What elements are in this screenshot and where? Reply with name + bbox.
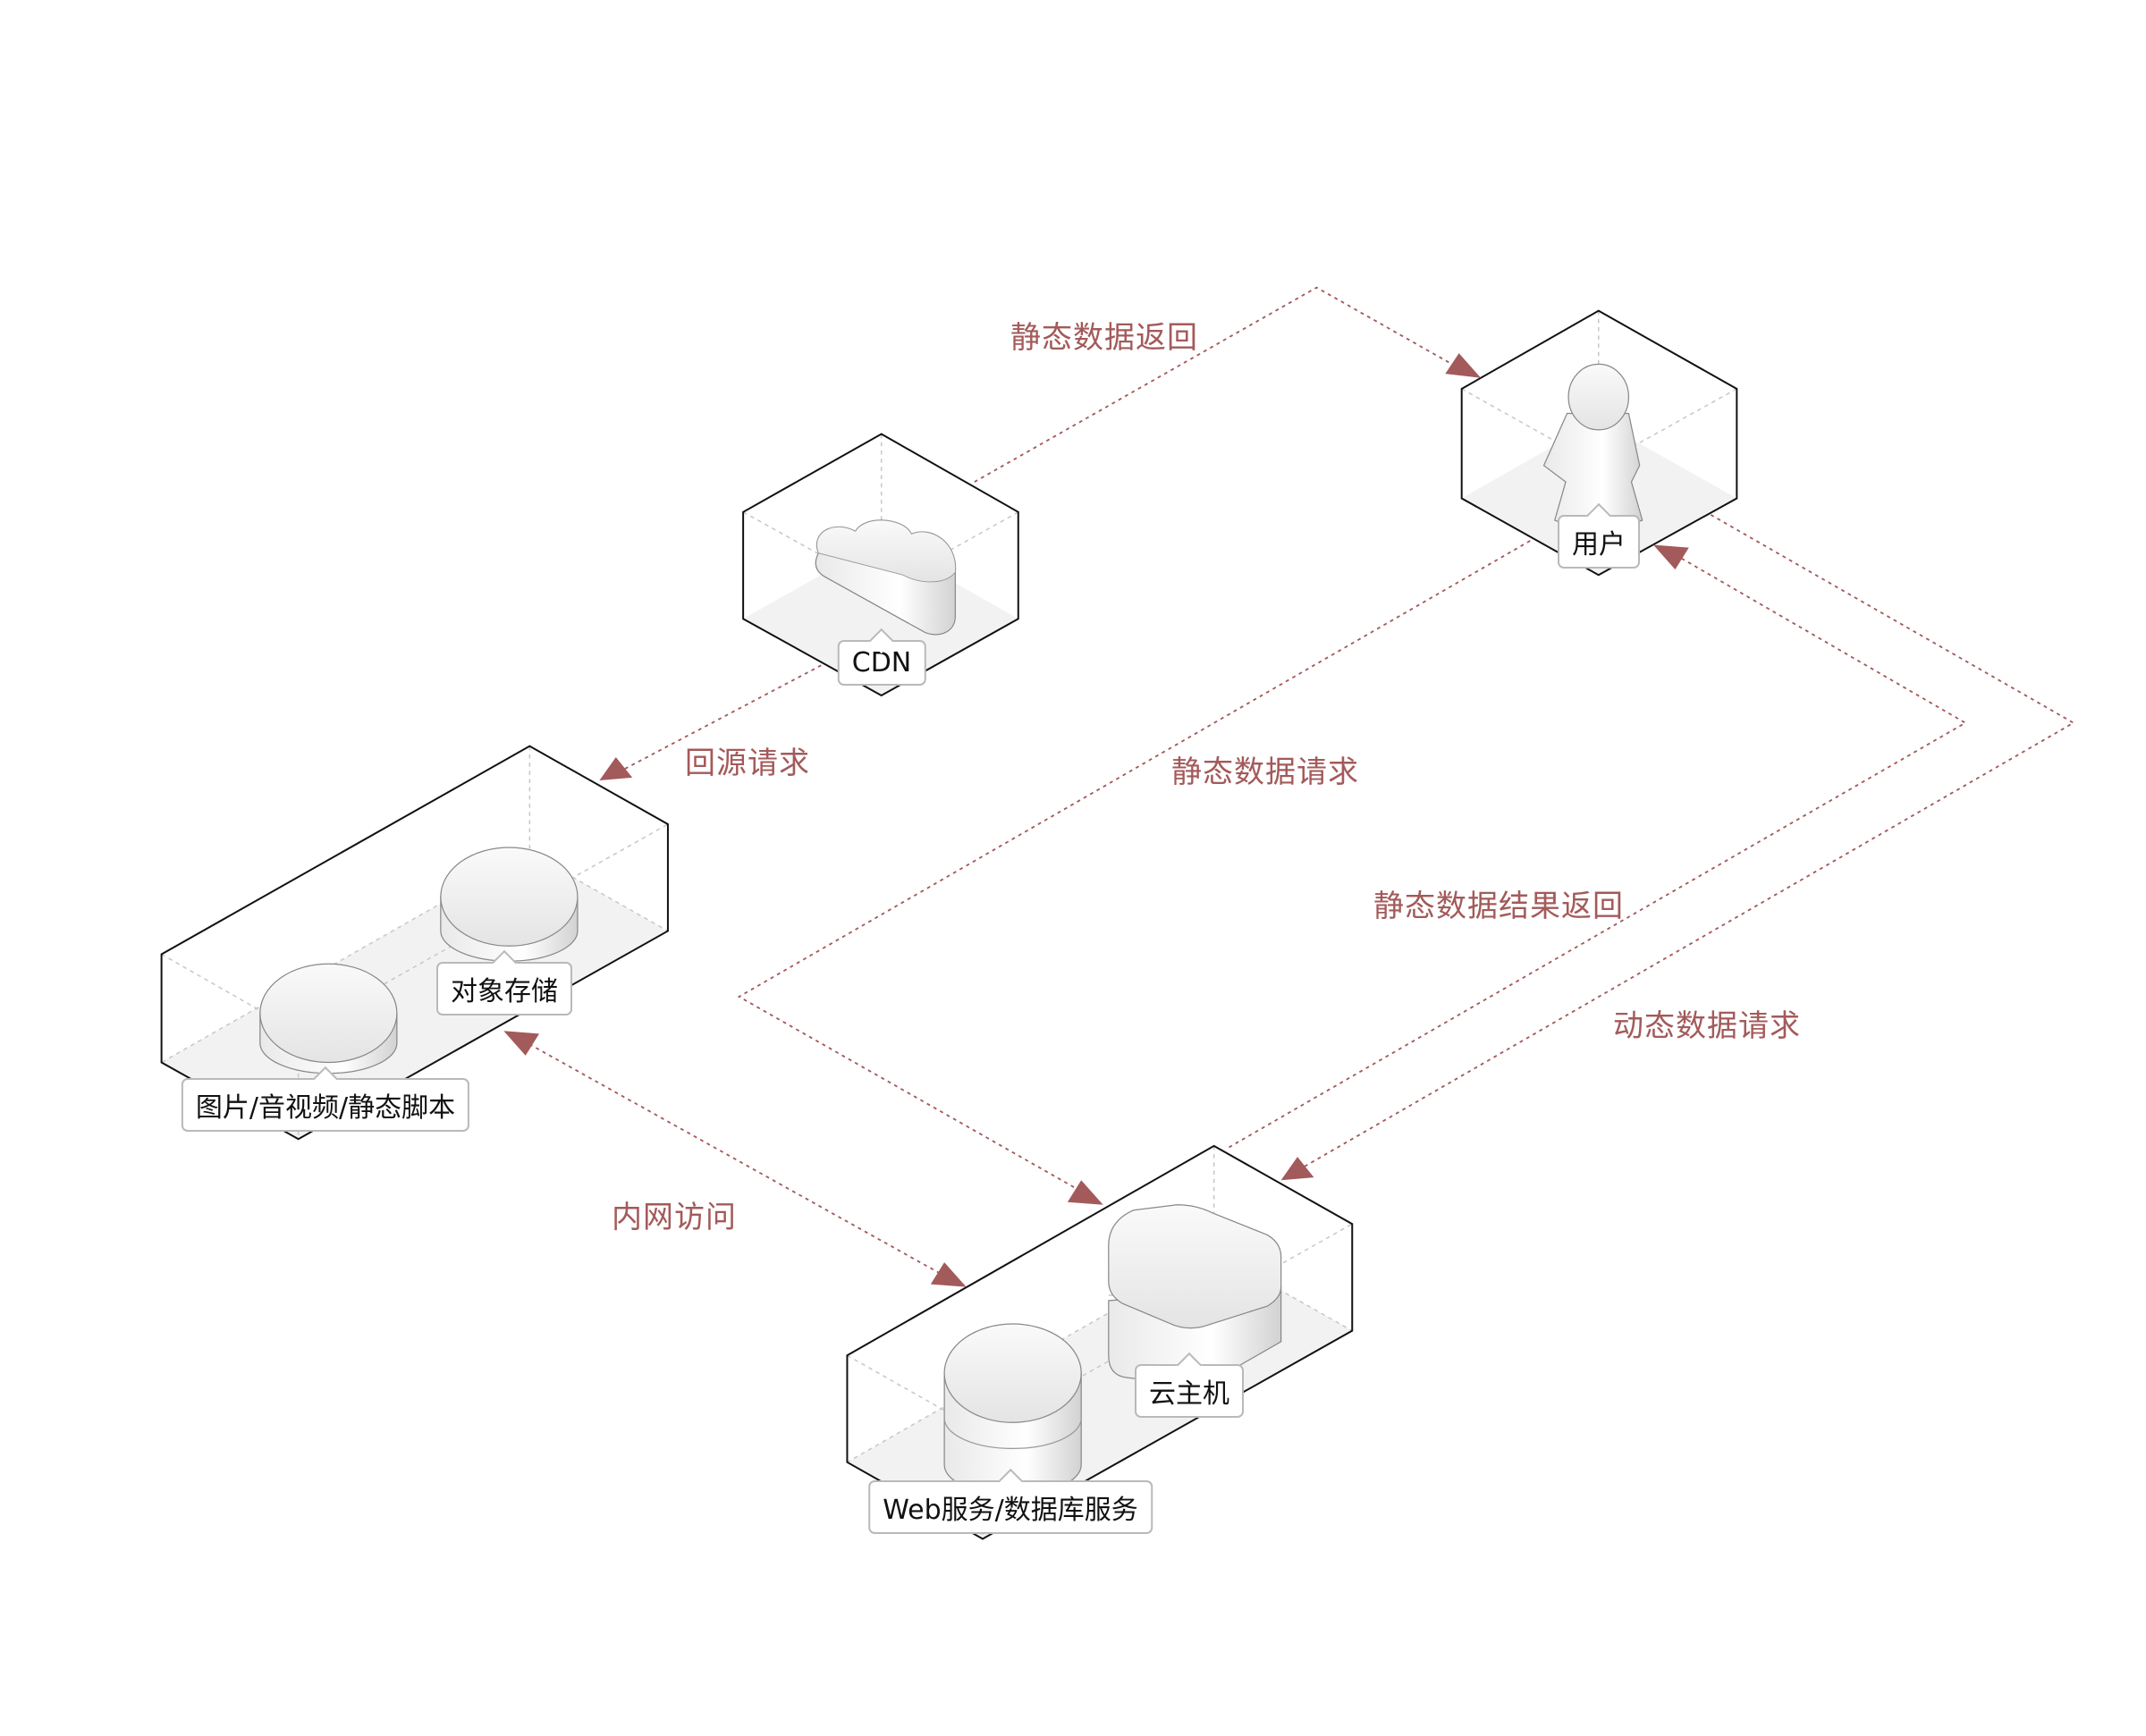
arrowhead-to-user (1445, 353, 1482, 378)
storage-box (160, 745, 669, 1141)
arrowhead-to-compute-intranet (930, 1262, 967, 1287)
node-label-object-storage[interactable]: 对象存储 (436, 962, 572, 1015)
cdn-box (742, 433, 1019, 697)
node-label-cloud-host[interactable]: 云主机 (1135, 1364, 1244, 1418)
flow-label-static-return: 静态数据返回 (1010, 320, 1198, 356)
flow-label-dynamic-request: 动态数据请求 (1613, 1008, 1801, 1044)
flow-origin-fetch-line (615, 664, 822, 775)
node-label-user[interactable]: 用户 (1558, 515, 1640, 569)
arrowhead-to-storage (599, 756, 633, 780)
arrowhead-to-object-storage (503, 1031, 540, 1056)
arrowhead-to-compute-left (1067, 1180, 1103, 1205)
flow-label-static-result-return: 静态数据结果返回 (1373, 889, 1624, 924)
user-icon (1542, 363, 1643, 538)
node-label-cdn[interactable]: CDN (837, 640, 926, 686)
server-icon (1108, 1204, 1282, 1386)
arrowhead-to-user-right (1652, 544, 1689, 570)
flow-label-intranet-access: 内网访问 (612, 1200, 737, 1235)
compute-box (846, 1144, 1354, 1540)
flow-static-result-return-line (1229, 552, 1967, 1149)
flow-label-origin-fetch: 回源请求 (685, 746, 810, 781)
user-box (1460, 309, 1738, 577)
compute-outline (846, 1144, 1354, 1540)
cloud-icon (815, 519, 956, 636)
flow-dynamic-request-line (1297, 514, 2075, 1172)
flow-static-return-line (974, 286, 1463, 483)
user-outline (1460, 309, 1738, 577)
flow-label-static-request: 静态数据请求 (1171, 754, 1359, 790)
flow-static-request-line (737, 540, 1531, 1196)
node-label-static-assets[interactable]: 图片/音视频/静态脚本 (181, 1078, 470, 1132)
object-storage-disk-icon (440, 847, 579, 962)
storage-outline (160, 745, 669, 1141)
arrowhead-to-compute-right (1280, 1157, 1314, 1181)
cdn-outline (742, 433, 1019, 697)
flow-intranet-line (522, 1040, 948, 1278)
node-label-web-db[interactable]: Web服务/数据库服务 (868, 1480, 1153, 1534)
static-assets-disk-icon (259, 963, 398, 1074)
database-icon (943, 1323, 1082, 1496)
